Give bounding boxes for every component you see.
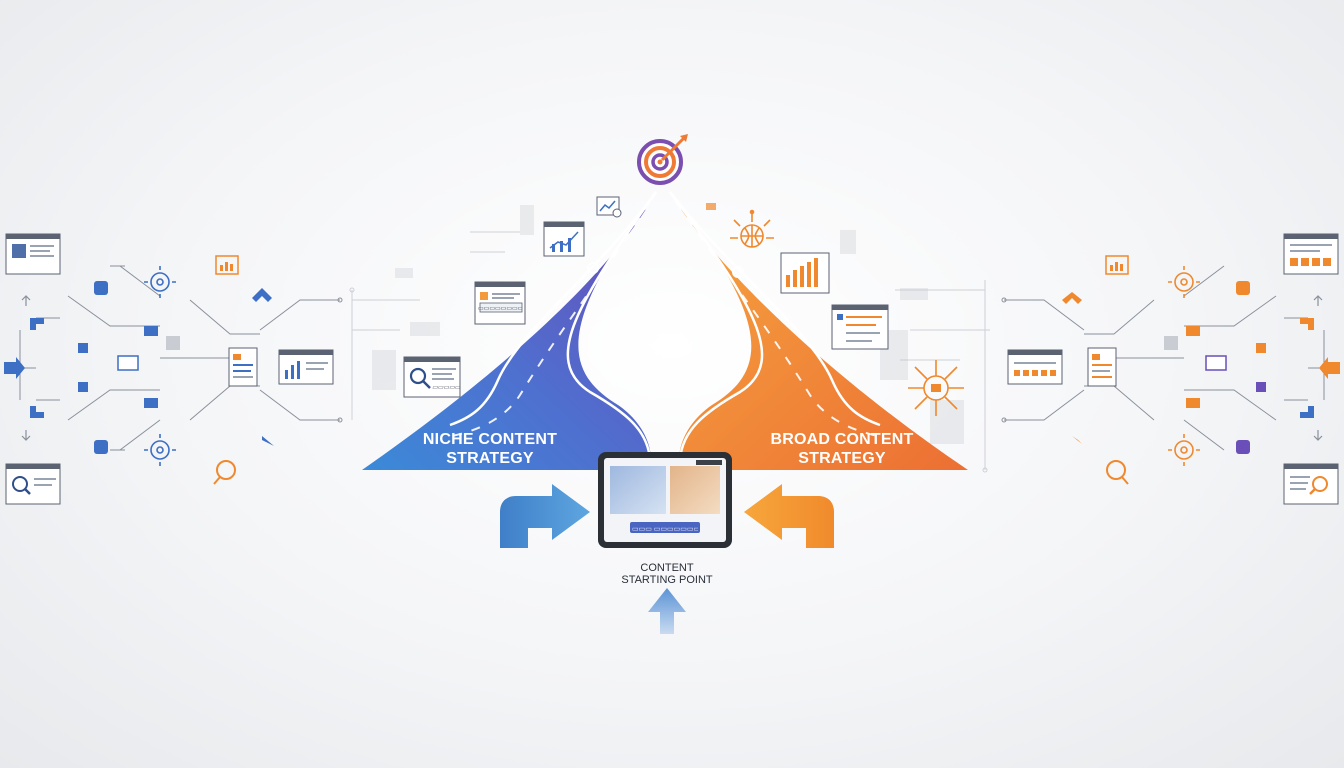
- badge-card: [474, 281, 526, 325]
- right-circuit-panel: [1001, 233, 1340, 505]
- niche-label-line1: NICHE CONTENT: [422, 431, 558, 448]
- right-orange-chart-icon: [1105, 255, 1129, 275]
- left-arrow-icons: [4, 288, 274, 448]
- left-blue-squares: [78, 281, 180, 454]
- left-small-up-arrows: [21, 295, 31, 441]
- left-chart-card: [278, 349, 334, 385]
- small-chart-icon: [596, 196, 622, 218]
- niche-strategy-label: NICHE CONTENT STRATEGY: [400, 430, 580, 468]
- globe-icon: [730, 209, 774, 248]
- right-search-card: [1283, 463, 1339, 505]
- broad-label-line1: BROAD CONTENT: [770, 431, 914, 448]
- network-icon: [908, 360, 964, 416]
- left-orange-chart-icon: [215, 255, 239, 275]
- background-lines: [349, 231, 990, 473]
- target-icon: [637, 134, 688, 185]
- tablet-device: [598, 452, 732, 548]
- tablet-button-text: ▭▭▭ ▭▭▭▭▭▭▭▭: [632, 526, 698, 533]
- search-card: [403, 356, 461, 398]
- left-orange-search-icon: [213, 460, 236, 485]
- chart-card: [543, 221, 585, 257]
- right-arrow-icons: [1062, 292, 1340, 444]
- search-card-text: ▭▭▭▭▭▭: [432, 385, 460, 391]
- left-curved-arrow: [500, 484, 590, 548]
- starting-point-label: CONTENT STARTING POINT: [596, 562, 738, 586]
- list-card: [831, 304, 889, 350]
- niche-cards: [403, 196, 622, 398]
- broad-strategy-label: BROAD CONTENT STRATEGY: [752, 430, 932, 468]
- right-top-card: [1283, 233, 1339, 275]
- right-gear-icon: [1168, 266, 1200, 466]
- start-label-line2: STARTING POINT: [621, 574, 713, 586]
- left-circuit-panel: [4, 233, 343, 505]
- profile-card: [5, 233, 61, 275]
- broad-label-line2: STRATEGY: [798, 450, 886, 467]
- niche-label-line2: STRATEGY: [446, 450, 534, 467]
- right-orange-search-icon: [1106, 460, 1129, 485]
- left-doc-card: [228, 347, 258, 387]
- bar-chart-card: [780, 252, 830, 294]
- right-small-arrows: [1313, 295, 1323, 441]
- search-card-left: [5, 463, 61, 505]
- right-doc-card: [1087, 347, 1117, 387]
- badge-card-text: ▭▭▭▭▭▭▭▭▭: [478, 306, 522, 312]
- gear-icon: [144, 266, 176, 466]
- right-squares: [1164, 281, 1266, 454]
- broad-icons: [706, 203, 964, 416]
- niche-road: [362, 191, 658, 470]
- broad-road: [668, 191, 968, 470]
- start-label-line1: CONTENT: [640, 562, 694, 574]
- right-curved-arrow: [744, 484, 834, 548]
- up-arrow: [648, 588, 686, 634]
- right-wide-card: [1007, 349, 1063, 385]
